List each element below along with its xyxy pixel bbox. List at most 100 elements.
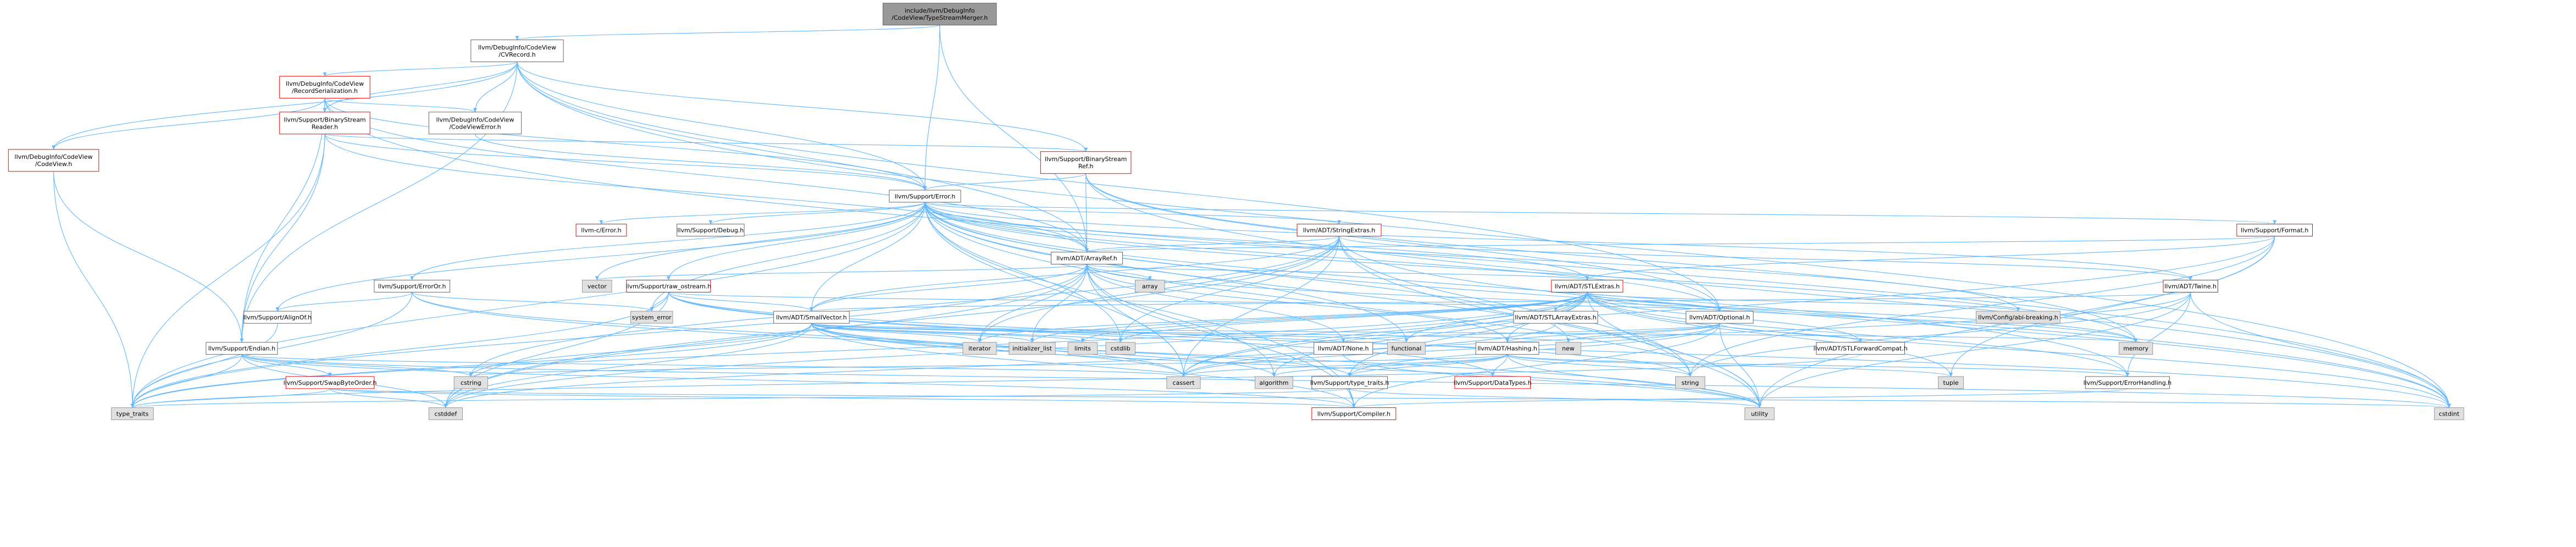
node-box [1555,342,1581,355]
node-box [243,311,312,324]
node-errhandling[interactable]: llvm/Support/ErrorHandling.h [2084,376,2172,389]
node-stlforward[interactable]: llvm/ADT/STLForwardCompat.h [1814,342,1908,355]
node-box [2163,279,2218,292]
node-error[interactable]: llvm/Support/Error.h [889,190,961,203]
node-typetraitsh[interactable]: llvm/Support/type_traits.h [1310,376,1389,389]
node-stringextras[interactable]: llvm/ADT/StringExtras.h [1297,224,1382,237]
node-cstring: cstring [453,376,488,389]
edge-error-to-debug [710,202,926,225]
edge-smallvector-to-utility [811,323,1760,408]
edge-arrowhead [2134,338,2138,342]
edge-error-to-utility [924,202,1760,408]
edge-erroror-to-alignof [277,291,413,312]
node-box [1040,151,1132,174]
node-recser[interactable]: llvm/DebugInfo/CodeView/RecordSerializat… [279,76,370,99]
edge-stlextras-to-tuple [1587,292,1952,377]
edge-smallvector-to-new [811,323,1569,343]
node-box [8,149,99,172]
node-box [111,407,154,421]
node-rawostream[interactable]: llvm/Support/raw_ostream.h [625,279,711,292]
edge-arrowhead [2125,372,2130,377]
node-label: cstdint [2439,411,2459,418]
edge-format-to-string [1689,236,2275,377]
node-debug[interactable]: llvm/Support/Debug.h [677,224,745,237]
node-label: llvm/ADT/Hashing.h [1477,345,1537,352]
node-alignof[interactable]: llvm/Support/AlignOf.h [243,311,312,324]
edge-errhandling-to-compiler [1353,388,2128,408]
node-twine[interactable]: llvm/ADT/Twine.h [2163,279,2218,292]
edge-arrowhead [328,372,333,377]
edge-erroror-to-systemerror [412,291,652,312]
node-box [1297,224,1382,237]
edge-rawostream-to-optional [668,291,1720,312]
node-box [1067,342,1098,355]
edge-stlextras-to-cstdlib [1120,292,1588,342]
node-swapbyteorder[interactable]: llvm/Support/SwapByteOrder.h [284,376,377,389]
edge-arrowhead [1081,338,1085,342]
node-stlextras[interactable]: llvm/ADT/STLExtras.h [1551,279,1624,292]
edge-hashing-to-tuple [1506,354,1952,377]
edge-arrowhead [809,307,813,312]
node-cerror[interactable]: llvm-c/Error.h [575,224,627,237]
node-box [1686,311,1754,324]
node-abibreaking: llvm/Config/abi-breaking.h [1976,311,2060,324]
edge-endian-to-swapbyteorder [241,354,331,377]
edge-rawostream-to-smallvector [668,291,812,312]
edge-stlextras-to-optional [1587,291,1720,312]
edge-bsreader-to-endian [241,134,325,342]
node-limits: limits [1067,342,1098,355]
node-cvrecord[interactable]: llvm/DebugInfo/CodeView/CVRecord.h [470,39,564,62]
edge-smallvector-to-iterator [811,323,980,343]
node-box [582,279,612,292]
edge-recser-to-cstdint [324,98,2450,408]
edge-stlforward-to-typetraits [132,354,1861,408]
edge-arrowhead [2447,404,2451,408]
node-box [575,224,627,237]
edge-tsm-to-cvrecord [517,25,940,40]
node-hashing[interactable]: llvm/ADT/Hashing.h [1475,342,1539,355]
edge-swapbyteorder-to-typetraits [132,388,331,408]
node-codeview[interactable]: llvm/DebugInfo/CodeView/CodeView.h [8,149,99,172]
node-arrayref[interactable]: llvm/ADT/ArrayRef.h [1051,252,1123,265]
node-none[interactable]: llvm/ADT/None.h [1314,342,1373,355]
node-stlarrayextras[interactable]: llvm/ADT/STLArrayExtras.h [1513,311,1598,324]
edge-arrowhead [923,186,927,190]
node-datatypes[interactable]: llvm/Support/DataTypes.h [1454,376,1532,389]
node-label: array [1142,283,1158,290]
node-label: llvm/DebugInfo/CodeView [478,44,556,51]
edge-error-to-alignof [277,202,926,312]
node-compiler[interactable]: llvm/Support/Compiler.h [1311,407,1397,421]
node-tsm[interactable]: include/llvm/DebugInfo/CodeView/TypeStre… [883,3,997,26]
node-label: tuple [1943,379,1959,386]
edge-arrowhead [1272,372,1276,377]
node-smallvector[interactable]: llvm/ADT/SmallVector.h [773,311,850,324]
edge-arrowhead [130,404,135,408]
edge-endian-to-cassert [241,354,1184,377]
edge-bsref-to-arrayref [1085,173,1088,252]
edge-error-to-twine [924,202,2191,280]
node-cverror[interactable]: llvm/DebugInfo/CodeView/CodeViewError.h [428,112,522,135]
node-initlist: initializer_list [1009,342,1056,355]
node-box [428,112,522,135]
edge-arrowhead [515,36,519,40]
node-label: Ref.h [1078,163,1093,170]
node-label: include/llvm/DebugInfo [905,7,975,14]
edge-arrowhead [1718,307,1722,312]
node-cassert: cassert [1166,376,1201,389]
node-endian[interactable]: llvm/Support/Endian.h [206,342,278,355]
edge-optional-to-new [1567,323,1720,343]
node-label: llvm/Support/type_traits.h [1310,379,1389,386]
node-label: llvm/Support/Format.h [2241,227,2308,234]
node-label: llvm/DebugInfo/CodeView [286,80,364,87]
edge-swapbyteorder-to-cstddef [329,388,446,408]
edge-tsm-to-error [924,25,940,190]
node-functional: functional [1387,342,1426,355]
edge-arrowhead [708,220,713,224]
node-optional[interactable]: llvm/ADT/Optional.h [1686,311,1754,324]
node-erroror[interactable]: llvm/Support/ErrorOr.h [374,279,451,292]
node-format[interactable]: llvm/Support/Format.h [2236,224,2313,237]
node-typetraits: type_traits [111,407,154,421]
node-box [279,76,370,99]
